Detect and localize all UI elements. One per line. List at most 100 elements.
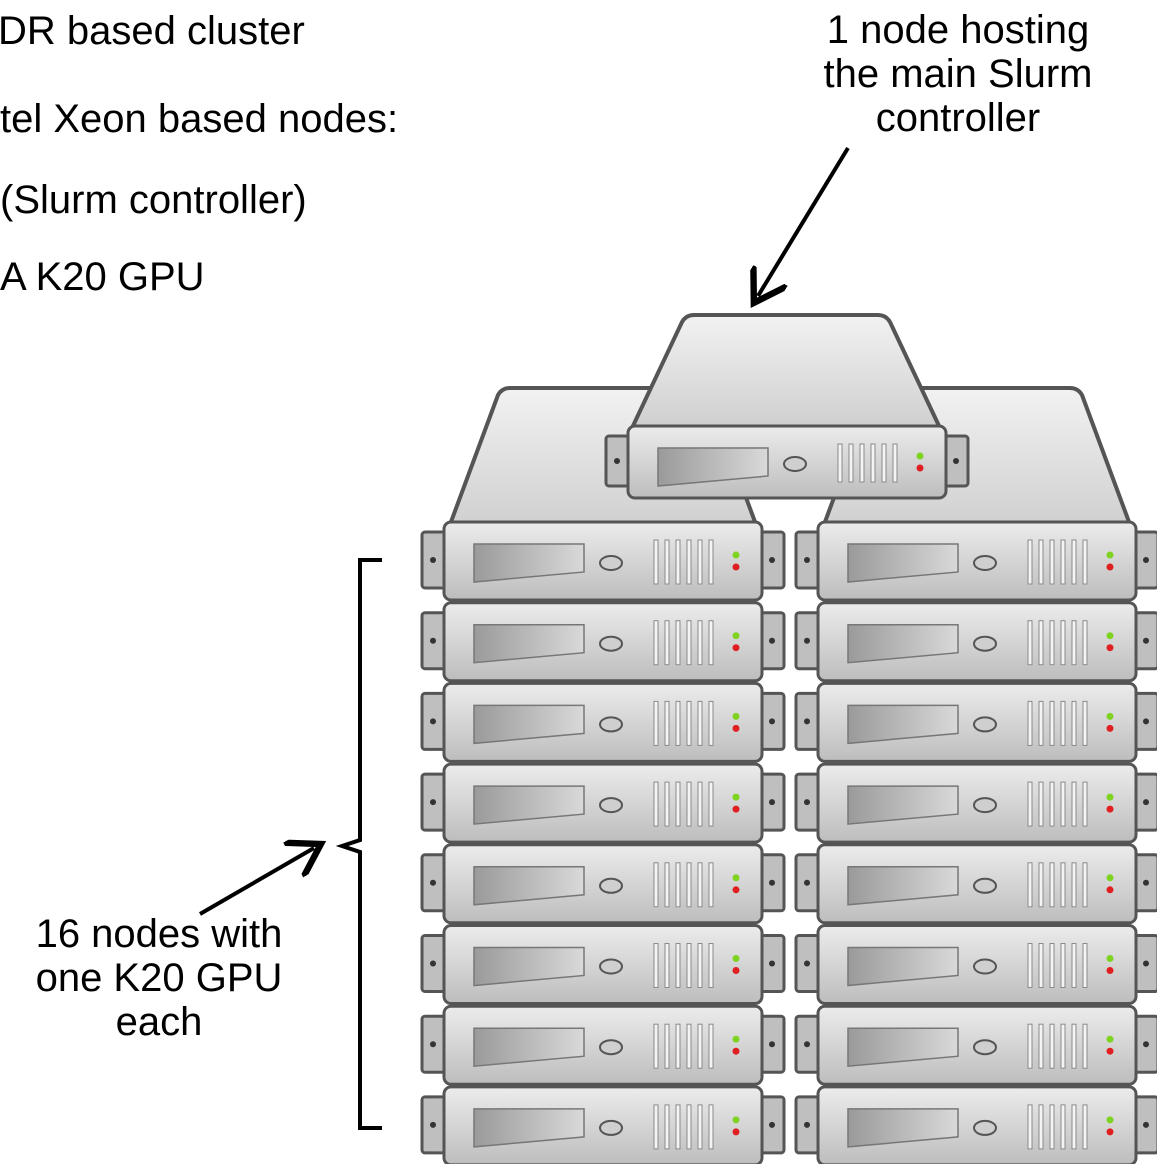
vent-slot xyxy=(675,700,681,746)
vent-slot xyxy=(697,1023,703,1069)
vent-slot xyxy=(686,862,692,908)
vent-slot xyxy=(1027,1104,1033,1150)
vent-slot xyxy=(675,1023,681,1069)
vent-slot xyxy=(708,1023,714,1069)
status-led-green-icon xyxy=(1106,632,1114,640)
vent-slot xyxy=(870,443,876,483)
status-led-green-icon xyxy=(732,955,740,962)
status-led-green-icon xyxy=(1106,551,1114,559)
drive-bay xyxy=(473,623,585,664)
status-led-red-icon xyxy=(1106,1128,1114,1136)
vent-slot xyxy=(1038,781,1044,827)
vent-slot xyxy=(708,620,714,666)
power-button-icon xyxy=(599,1119,623,1136)
vent-slot xyxy=(1071,943,1077,988)
vent-slot xyxy=(1082,862,1088,908)
vent-slot xyxy=(1082,700,1088,746)
vent-slot xyxy=(1071,862,1077,908)
drive-bay xyxy=(657,447,769,487)
vent-slot xyxy=(686,620,692,666)
vent-slot xyxy=(675,1104,681,1150)
vent-slot xyxy=(1027,862,1033,908)
gpu-node-10 xyxy=(794,601,1157,683)
status-led-green-icon xyxy=(1106,955,1114,962)
vent-slot xyxy=(664,539,670,585)
vent-slot xyxy=(1049,943,1055,988)
vent-slot xyxy=(653,1104,659,1150)
status-led-red-icon xyxy=(1106,1047,1114,1055)
status-led-red-icon xyxy=(732,563,740,571)
status-led-green-icon xyxy=(1106,712,1114,720)
vent-slot xyxy=(697,862,703,908)
vent-slot xyxy=(653,781,659,827)
arrow-to-controller xyxy=(758,146,850,296)
power-button-icon xyxy=(599,635,623,652)
status-led-red-icon xyxy=(732,1047,740,1055)
vent-slot xyxy=(1060,1023,1066,1069)
vent-slot xyxy=(708,781,714,827)
status-led-red-icon xyxy=(732,967,740,974)
status-led-green-icon xyxy=(732,1116,740,1124)
gpu-node-13 xyxy=(794,843,1157,925)
status-led-green-icon xyxy=(732,793,740,801)
vent-slot xyxy=(1082,1104,1088,1150)
drive-bay xyxy=(473,946,585,987)
status-led-green-icon xyxy=(732,632,740,640)
gpu-node-11 xyxy=(794,681,1157,763)
text-line-2: tel Xeon based nodes: xyxy=(0,97,399,141)
vent-slot xyxy=(686,700,692,746)
vent-slot xyxy=(837,443,843,483)
drive-bay xyxy=(847,623,959,664)
gpu-node-12 xyxy=(794,762,1157,844)
vent-slot xyxy=(708,700,714,746)
power-button-icon xyxy=(599,797,623,814)
controller-lid xyxy=(630,313,942,430)
vent-slot xyxy=(653,620,659,666)
vent-slot xyxy=(664,943,670,988)
vent-slot xyxy=(1071,1023,1077,1069)
vent-slot xyxy=(697,943,703,988)
vent-slot xyxy=(1082,943,1088,988)
gpu-node-1 xyxy=(420,520,786,602)
vent-slot xyxy=(1082,781,1088,827)
text-line-3: (Slurm controller) xyxy=(0,178,307,222)
vent-slot xyxy=(1071,539,1077,585)
power-button-icon xyxy=(599,555,623,571)
drive-bay xyxy=(473,704,585,745)
drive-bay xyxy=(473,866,585,906)
status-led-green-icon xyxy=(732,1035,740,1043)
vent-slot xyxy=(1060,943,1066,988)
controller-node xyxy=(604,424,970,500)
status-led-red-icon xyxy=(1106,563,1114,571)
vent-slot xyxy=(708,539,714,585)
vent-slot xyxy=(1049,1023,1055,1069)
vent-slot xyxy=(653,700,659,746)
vent-slot xyxy=(1060,862,1066,908)
vent-slot xyxy=(1027,620,1033,666)
vent-slot xyxy=(675,862,681,908)
gpu-node-4 xyxy=(420,762,786,844)
vent-slot xyxy=(664,700,670,746)
vent-slot xyxy=(1027,781,1033,827)
text-line-4: A K20 GPU xyxy=(0,255,205,299)
drive-bay xyxy=(473,1027,585,1068)
status-led-red-icon xyxy=(732,886,740,894)
gpu-node-16 xyxy=(794,1085,1157,1164)
vent-slot xyxy=(697,700,703,746)
vent-slot xyxy=(1071,700,1077,746)
vent-slot xyxy=(1049,620,1055,666)
vent-slot xyxy=(686,1104,692,1150)
power-button-icon xyxy=(973,555,997,571)
drive-bay xyxy=(847,1027,959,1068)
gpu-node-2 xyxy=(420,601,786,683)
vent-slot xyxy=(1038,620,1044,666)
vent-slot xyxy=(675,943,681,988)
vent-slot xyxy=(697,1104,703,1150)
arrow-to-gpu-nodes xyxy=(198,848,314,916)
vent-slot xyxy=(675,620,681,666)
vent-slot xyxy=(1082,1023,1088,1069)
vent-slot xyxy=(1060,1104,1066,1150)
vent-slot xyxy=(1027,539,1033,585)
status-led-red-icon xyxy=(1106,644,1114,652)
